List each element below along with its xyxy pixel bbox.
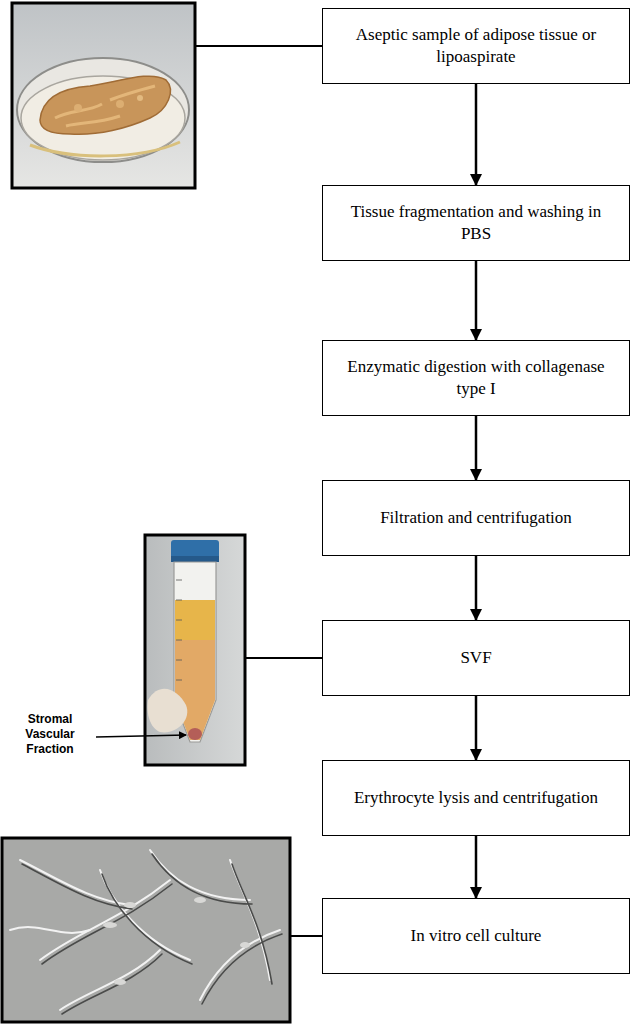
photo-link	[195, 45, 322, 47]
step-text: Enzymatic digestion with collagenase typ…	[323, 350, 629, 406]
step-text: In vitro cell culture	[397, 919, 556, 953]
process-box: Tissue fragmentation and washing in PBS	[322, 185, 630, 261]
flow-arrow	[475, 261, 478, 340]
tissue-photo	[12, 3, 195, 188]
process-box: Enzymatic digestion with collagenase typ…	[322, 340, 630, 416]
process-box: Erythrocyte lysis and centrifugation	[322, 760, 630, 836]
step-text: Aseptic sample of adipose tissue or lipo…	[323, 18, 629, 74]
step-text: Erythrocyte lysis and centrifugation	[340, 781, 612, 815]
step-text: SVF	[446, 641, 505, 675]
flow-arrow	[475, 416, 478, 480]
process-box: Aseptic sample of adipose tissue or lipo…	[322, 8, 630, 84]
process-box: SVF	[322, 620, 630, 696]
culture-photo	[2, 838, 290, 1022]
flow-arrow	[475, 696, 478, 760]
photo-link	[290, 935, 322, 937]
callout-label: Stromal Vascular Fraction	[4, 712, 96, 757]
process-box: In vitro cell culture	[322, 898, 630, 974]
step-text: Filtration and centrifugation	[366, 501, 586, 535]
flow-arrow	[475, 84, 478, 185]
label-arrow	[96, 735, 186, 737]
flow-arrow	[475, 836, 478, 898]
process-box: Filtration and centrifugation	[322, 480, 630, 556]
step-text: Tissue fragmentation and washing in PBS	[323, 195, 629, 251]
flow-arrow	[475, 556, 478, 620]
tube-photo	[145, 535, 245, 765]
photo-link	[245, 657, 322, 659]
